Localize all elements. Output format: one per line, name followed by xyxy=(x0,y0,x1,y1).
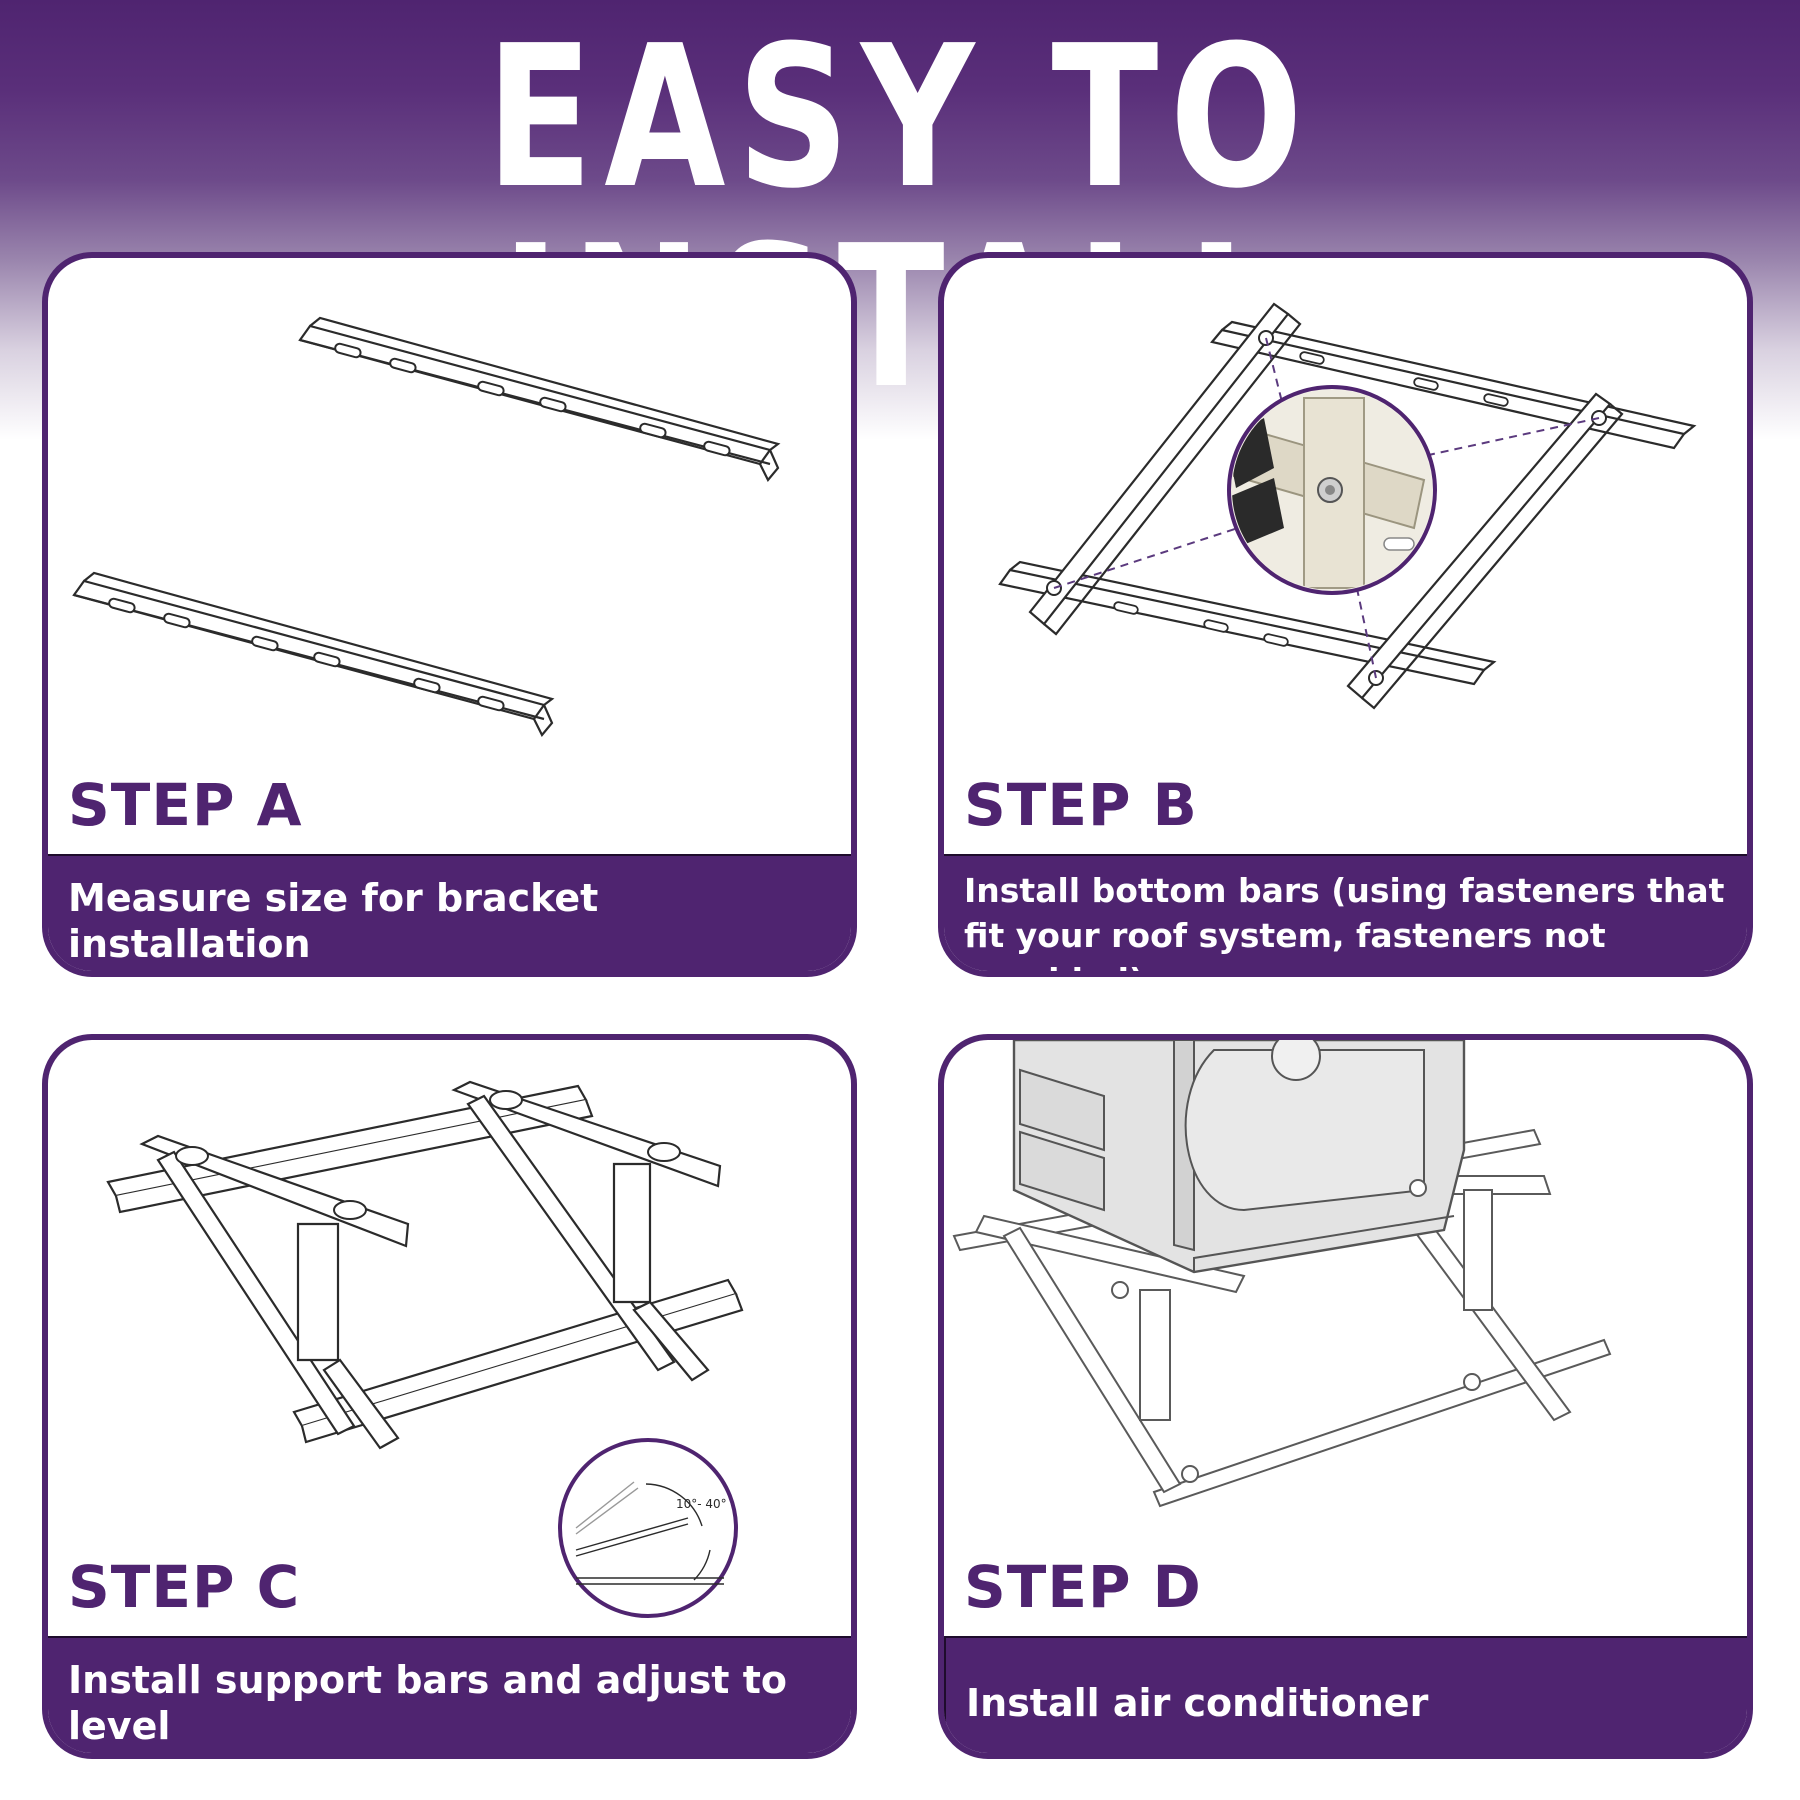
air-conditioner-unit xyxy=(1012,1040,1466,1274)
step-b-band: Install bottom bars (using fasteners tha… xyxy=(944,854,1747,971)
step-b-card: STEP B Install bottom bars (using fasten… xyxy=(938,252,1753,977)
step-a-illustration xyxy=(72,316,780,737)
step-d-illustration xyxy=(952,1040,1612,1508)
step-c-label: STEP C xyxy=(68,1553,301,1621)
fastener-detail-inset xyxy=(1227,385,1437,595)
step-a-band: Measure size for bracket installation xyxy=(48,854,851,971)
step-d-band: Install air conditioner xyxy=(944,1636,1747,1753)
step-a-card: STEP A Measure size for bracket installa… xyxy=(42,252,857,977)
step-c-description: Install support bars and adjust to level xyxy=(68,1658,787,1748)
step-a-description: Measure size for bracket installation xyxy=(68,876,599,966)
step-d-description: Install air conditioner xyxy=(966,1681,1429,1725)
step-c-band: Install support bars and adjust to level xyxy=(48,1636,851,1753)
step-d-label: STEP D xyxy=(964,1553,1202,1621)
bottom-bar-upper xyxy=(298,316,780,482)
angle-range-label: 10°- 40° xyxy=(676,1497,727,1511)
step-a-label: STEP A xyxy=(68,771,303,839)
step-b-label: STEP B xyxy=(964,771,1198,839)
step-d-card: STEP D Install air conditioner xyxy=(938,1034,1753,1759)
step-b-description: Install bottom bars (using fasteners tha… xyxy=(964,871,1725,971)
step-c-card: 10°- 40° STEP C Install support bars and… xyxy=(42,1034,857,1759)
bottom-bar-lower xyxy=(72,571,554,737)
step-c-illustration: 10°- 40° xyxy=(106,1080,744,1618)
angle-adjust-inset: 10°- 40° xyxy=(558,1438,738,1618)
step-b-illustration xyxy=(998,302,1697,710)
